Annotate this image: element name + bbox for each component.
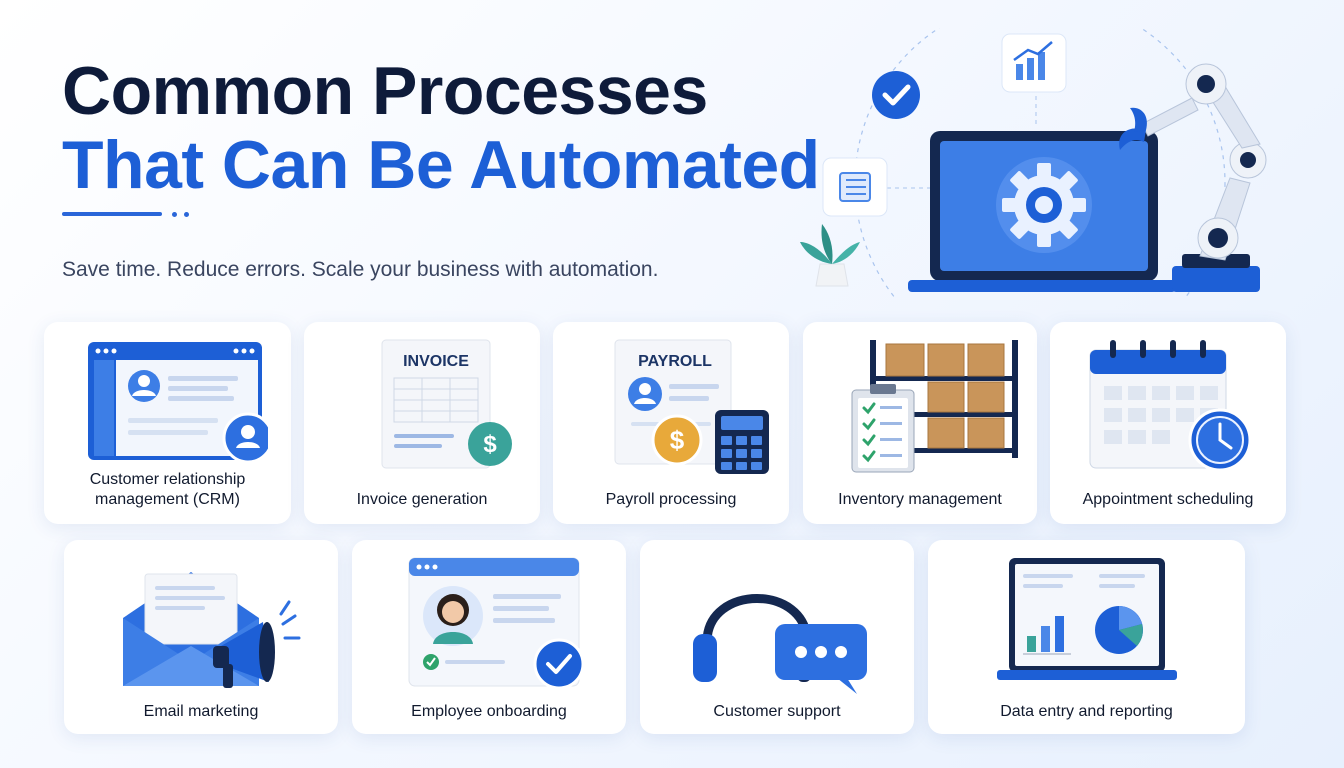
card-label: Inventory management (838, 491, 1002, 508)
card-email-marketing: Email marketing (64, 540, 338, 734)
chat-bubble-icon (775, 624, 867, 694)
card-inventory: Inventory management (803, 322, 1037, 524)
crm-icon (87, 342, 268, 464)
accent-dot (172, 212, 177, 217)
invoice-icon: INVOICE $ (381, 339, 512, 469)
card-label: Payroll processing (605, 491, 737, 508)
card-label: Email marketing (143, 703, 259, 720)
svg-text:$: $ (670, 425, 685, 455)
hero-subtitle: Save time. Reduce errors. Scale your bus… (62, 258, 659, 281)
gear-icon (1002, 163, 1086, 247)
email-marketing-icon (123, 572, 301, 688)
accent-dot (184, 212, 189, 217)
card-appointment: Appointment scheduling (1050, 322, 1286, 524)
calendar-icon (1089, 340, 1252, 472)
card-payroll: PAYROLL $ Payroll processing (553, 322, 789, 524)
reporting-icon (996, 558, 1177, 680)
payroll-icon: PAYROLL $ (614, 339, 769, 474)
card-data-entry-reporting: Data entry and reporting (928, 540, 1245, 734)
hero-title-line1: Common Processes (62, 53, 708, 129)
laptop-icon (908, 131, 1176, 292)
accent-divider (62, 212, 162, 216)
list-badge-icon (822, 157, 888, 217)
svg-text:$: $ (483, 431, 497, 458)
inventory-icon (851, 340, 1018, 473)
onboarding-icon (408, 557, 585, 690)
invoice-doc-text: INVOICE (403, 353, 469, 370)
card-invoice: INVOICE $ Invoice generation (304, 322, 540, 524)
card-label: Employee onboarding (411, 703, 567, 720)
card-label: Appointment scheduling (1082, 491, 1254, 508)
headset-icon (693, 594, 867, 694)
card-label: Invoice generation (356, 491, 488, 508)
robot-arm-icon (1119, 63, 1267, 292)
card-crm: Customer relationship management (CRM) (44, 322, 291, 524)
hero-title-line2: That Can Be Automated (62, 127, 820, 203)
card-label: Customer support (713, 703, 841, 720)
orbit-path (854, 28, 1226, 298)
plant-icon (800, 224, 860, 287)
megaphone-icon (213, 600, 301, 688)
pie-chart-icon (1094, 606, 1143, 654)
card-customer-support: Customer support (640, 540, 914, 734)
hero-title: Common Processes That Can Be Automated (62, 54, 820, 202)
card-label: Data entry and reporting (1000, 703, 1173, 720)
automation-hero-illustration (800, 28, 1267, 298)
card-label: Customer relationship management (CRM) (89, 471, 246, 508)
payroll-doc-text: PAYROLL (638, 353, 712, 370)
check-badge-icon (872, 71, 920, 119)
card-employee-onboarding: Employee onboarding (352, 540, 626, 734)
chart-badge-icon (1001, 33, 1067, 93)
